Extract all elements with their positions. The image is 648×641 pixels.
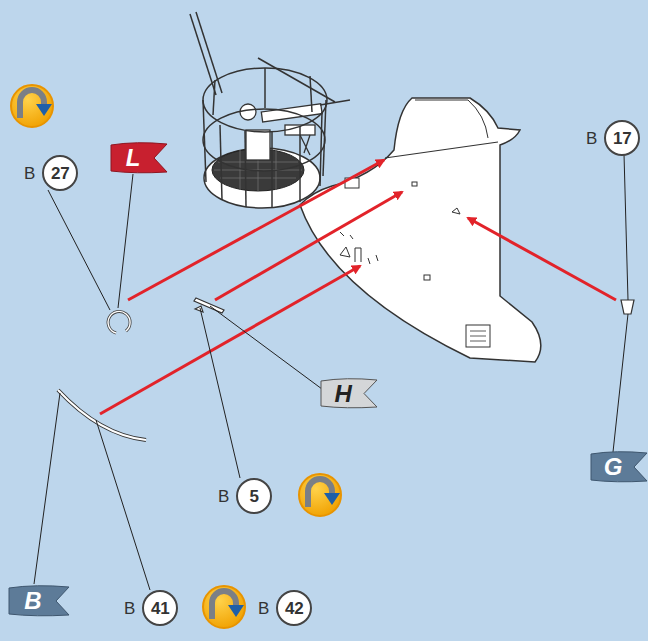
strip-part xyxy=(58,390,146,440)
hatch xyxy=(415,100,488,138)
part-flag: B xyxy=(8,584,70,618)
railing xyxy=(203,68,327,208)
number-circle: 17 xyxy=(604,120,640,156)
part-number: 27 xyxy=(51,165,70,182)
hull-details xyxy=(340,178,490,347)
callout-number: B 27 xyxy=(24,155,78,191)
part-number: 5 xyxy=(250,488,259,505)
bullet-part xyxy=(621,300,634,314)
number-circle: 27 xyxy=(42,155,78,191)
callout-number: B 42 xyxy=(258,590,312,626)
antenna xyxy=(190,12,335,102)
flag-letter: H xyxy=(320,377,366,410)
flag-letter: B xyxy=(8,584,58,618)
flag-letter: L xyxy=(110,141,156,175)
sprue-letter: B xyxy=(218,488,229,505)
part-flag: L xyxy=(110,141,168,175)
strip-part-fill xyxy=(58,390,146,440)
part-number: 41 xyxy=(151,600,170,617)
number-circle: 41 xyxy=(142,590,178,626)
callout-number: B 41 xyxy=(124,590,178,626)
part-flag: H xyxy=(320,377,378,410)
rod-part xyxy=(194,298,224,313)
part-number: 17 xyxy=(613,130,632,147)
sprue-letter: B xyxy=(586,130,597,147)
tower-lip xyxy=(385,142,498,158)
vent-grid xyxy=(470,331,486,341)
flag-letter: G xyxy=(590,450,636,484)
number-circle: 42 xyxy=(276,590,312,626)
sprue-letter: B xyxy=(24,165,35,182)
part-number: 42 xyxy=(285,600,304,617)
ring-part xyxy=(108,311,130,333)
part-flag: G xyxy=(590,450,648,484)
leader-line xyxy=(34,154,628,590)
ring-part-inner xyxy=(108,311,130,333)
assembly-arrow xyxy=(100,160,616,414)
number-circle: 5 xyxy=(236,478,272,514)
rotate-icon xyxy=(299,474,341,516)
rotate-icon xyxy=(11,85,53,127)
callout-number: B5 xyxy=(218,478,272,514)
rotate-icon xyxy=(203,586,245,628)
sprue-letter: B xyxy=(258,600,269,617)
sprue-letter: B xyxy=(124,600,135,617)
callout-number: B 17 xyxy=(586,120,640,156)
